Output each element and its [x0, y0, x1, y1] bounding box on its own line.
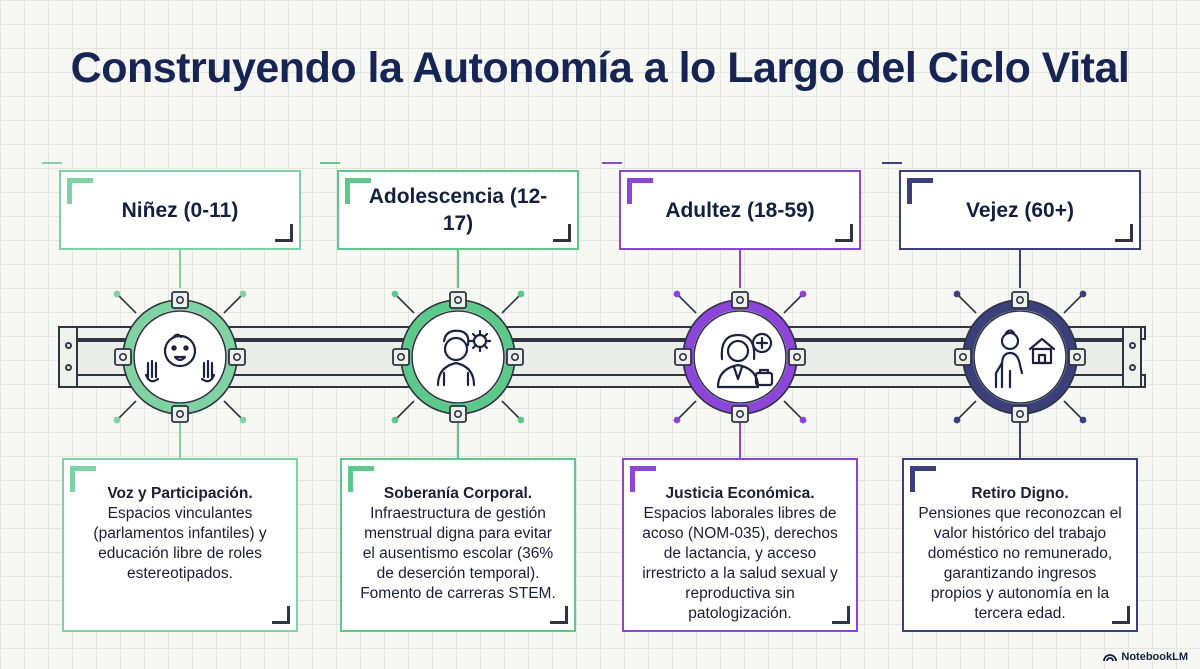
- rivet: [1129, 342, 1136, 349]
- stage-label: Vejez (60+): [966, 198, 1074, 222]
- corner-bracket: [910, 466, 936, 492]
- connector-line: [179, 250, 181, 288]
- decorative-lead: [882, 162, 902, 164]
- stage-hub-4: [953, 290, 1087, 424]
- stage-label: Adultez (18-59): [665, 198, 815, 222]
- connector-line: [1019, 250, 1021, 288]
- corner-bracket: [272, 606, 290, 624]
- brand-name: NotebookLM: [1121, 651, 1188, 663]
- stage-detail-card-3: Justicia Económica. Espacios laborales li…: [622, 458, 858, 632]
- corner-bracket: [627, 178, 653, 204]
- corner-bracket: [835, 224, 853, 242]
- connector-line: [179, 412, 181, 458]
- stage-label-card-2: Adolescencia (12-17): [337, 170, 579, 250]
- connector-line: [739, 250, 741, 288]
- decorative-lead: [602, 162, 622, 164]
- stage-detail-card-2: Soberanía Corporal. Infraestructura de ge…: [340, 458, 576, 632]
- stage-detail-heading: Retiro Digno.: [971, 485, 1069, 502]
- stage-label-card-1: Niñez (0-11): [59, 170, 301, 250]
- decorative-lead: [42, 162, 62, 164]
- connector-line: [739, 412, 741, 458]
- corner-bracket: [630, 466, 656, 492]
- rail-end-right: [1122, 326, 1142, 388]
- corner-bracket: [1112, 606, 1130, 624]
- rivet: [65, 364, 72, 371]
- stage-detail-body: Espacios laborales libres de acoso (NOM-…: [642, 505, 838, 622]
- stage-detail-card-1: Voz y Participación. Espacios vinculantes…: [62, 458, 298, 632]
- corner-bracket: [70, 466, 96, 492]
- corner-bracket: [345, 178, 371, 204]
- stage-detail-heading: Soberanía Corporal.: [383, 485, 533, 502]
- stage-detail-heading: Justicia Económica.: [665, 485, 815, 502]
- brand-watermark: NotebookLM: [1103, 651, 1188, 663]
- stage-hub-2: [391, 290, 525, 424]
- connector-line: [457, 412, 459, 458]
- corner-bracket: [907, 178, 933, 204]
- stage-label-card-4: Vejez (60+): [899, 170, 1141, 250]
- stage-hub-1: [113, 290, 247, 424]
- rivet: [1129, 364, 1136, 371]
- notebooklm-logo-icon: [1103, 654, 1118, 662]
- corner-bracket: [275, 224, 293, 242]
- corner-bracket: [832, 606, 850, 624]
- connector-line: [457, 250, 459, 288]
- rivet: [65, 342, 72, 349]
- stage-label: Adolescencia (12-17): [368, 185, 548, 235]
- rail-end-left: [58, 326, 78, 388]
- stage-detail-heading: Voz y Participación.: [107, 485, 253, 502]
- stage-label-card-3: Adultez (18-59): [619, 170, 861, 250]
- stage-detail-body: Infraestructura de gestión menstrual dig…: [360, 505, 556, 602]
- stage-label: Niñez (0-11): [121, 198, 239, 222]
- corner-bracket: [550, 606, 568, 624]
- corner-bracket: [348, 466, 374, 492]
- corner-bracket: [67, 178, 93, 204]
- page-title: Construyendo la Autonomía a lo Largo del…: [70, 44, 1130, 92]
- stage-detail-card-4: Retiro Digno. Pensiones que reconozcan el…: [902, 458, 1138, 632]
- connector-line: [1019, 412, 1021, 458]
- stage-detail-body: Pensiones que reconozcan el valor histór…: [918, 505, 1122, 622]
- decorative-lead: [320, 162, 340, 164]
- corner-bracket: [553, 224, 571, 242]
- corner-bracket: [1115, 224, 1133, 242]
- stage-detail-body: Espacios vinculantes (parlamentos infant…: [93, 505, 267, 582]
- stage-hub-3: [673, 290, 807, 424]
